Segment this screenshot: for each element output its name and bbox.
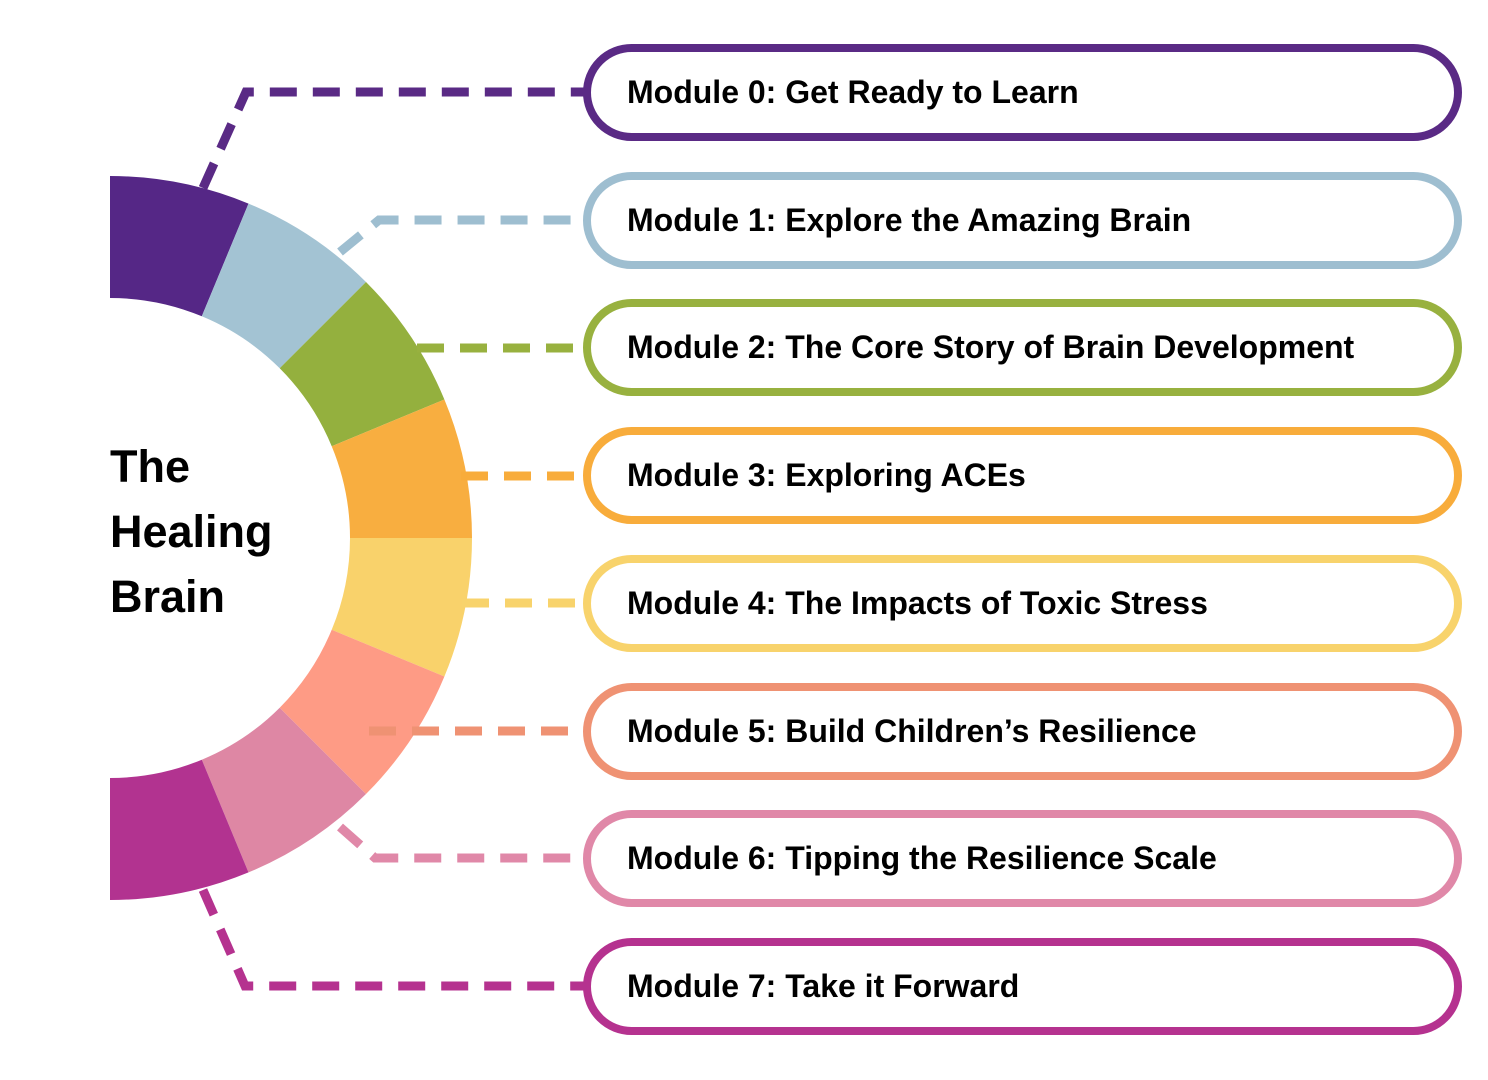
arc-segment-module-0: [110, 176, 249, 317]
module-2-card[interactable]: Module 2: The Core Story of Brain Develo…: [583, 299, 1462, 396]
module-7-label: Module 7: Take it Forward: [627, 968, 1020, 1004]
module-6-label: Module 6: Tipping the Resilience Scale: [627, 840, 1217, 876]
arc-segment-module-4: [331, 538, 472, 677]
module-6-card[interactable]: Module 6: Tipping the Resilience Scale: [583, 810, 1462, 907]
title-line-3: Brain: [110, 571, 226, 622]
connector-module-7: [198, 888, 590, 991]
module-5-card[interactable]: Module 5: Build Children’s Resilience: [583, 683, 1462, 780]
module-0-card[interactable]: Module 0: Get Ready to Learn: [583, 44, 1462, 141]
arc-segment-module-1: [201, 203, 366, 369]
module-4-card[interactable]: Module 4: The Impacts of Toxic Stress: [583, 555, 1462, 652]
connector-module-0: [198, 87, 590, 190]
arc-segment-module-6: [201, 707, 366, 873]
module-3-label: Module 3: Exploring ACEs: [627, 457, 1026, 493]
module-1-card[interactable]: Module 1: Explore the Amazing Brain: [583, 172, 1462, 269]
arc-segment-module-2: [279, 282, 445, 447]
diagram-title: The Healing Brain: [110, 434, 273, 629]
arc-segment-module-7: [110, 759, 249, 900]
connector-module-1: [337, 215, 590, 256]
module-0-label: Module 0: Get Ready to Learn: [627, 74, 1079, 110]
title-line-1: The: [110, 441, 191, 492]
arc-segment-module-3: [331, 399, 472, 538]
title-line-2: Healing: [110, 506, 273, 557]
arc-segment-module-5: [279, 629, 445, 794]
module-2-label: Module 2: The Core Story of Brain Develo…: [627, 329, 1355, 365]
module-1-label: Module 1: Explore the Amazing Brain: [627, 202, 1192, 238]
module-5-label: Module 5: Build Children’s Resilience: [627, 713, 1197, 749]
module-3-card[interactable]: Module 3: Exploring ACEs: [583, 427, 1462, 524]
module-7-card[interactable]: Module 7: Take it Forward: [583, 938, 1462, 1035]
connector-module-6: [337, 823, 590, 863]
module-4-label: Module 4: The Impacts of Toxic Stress: [627, 585, 1208, 621]
